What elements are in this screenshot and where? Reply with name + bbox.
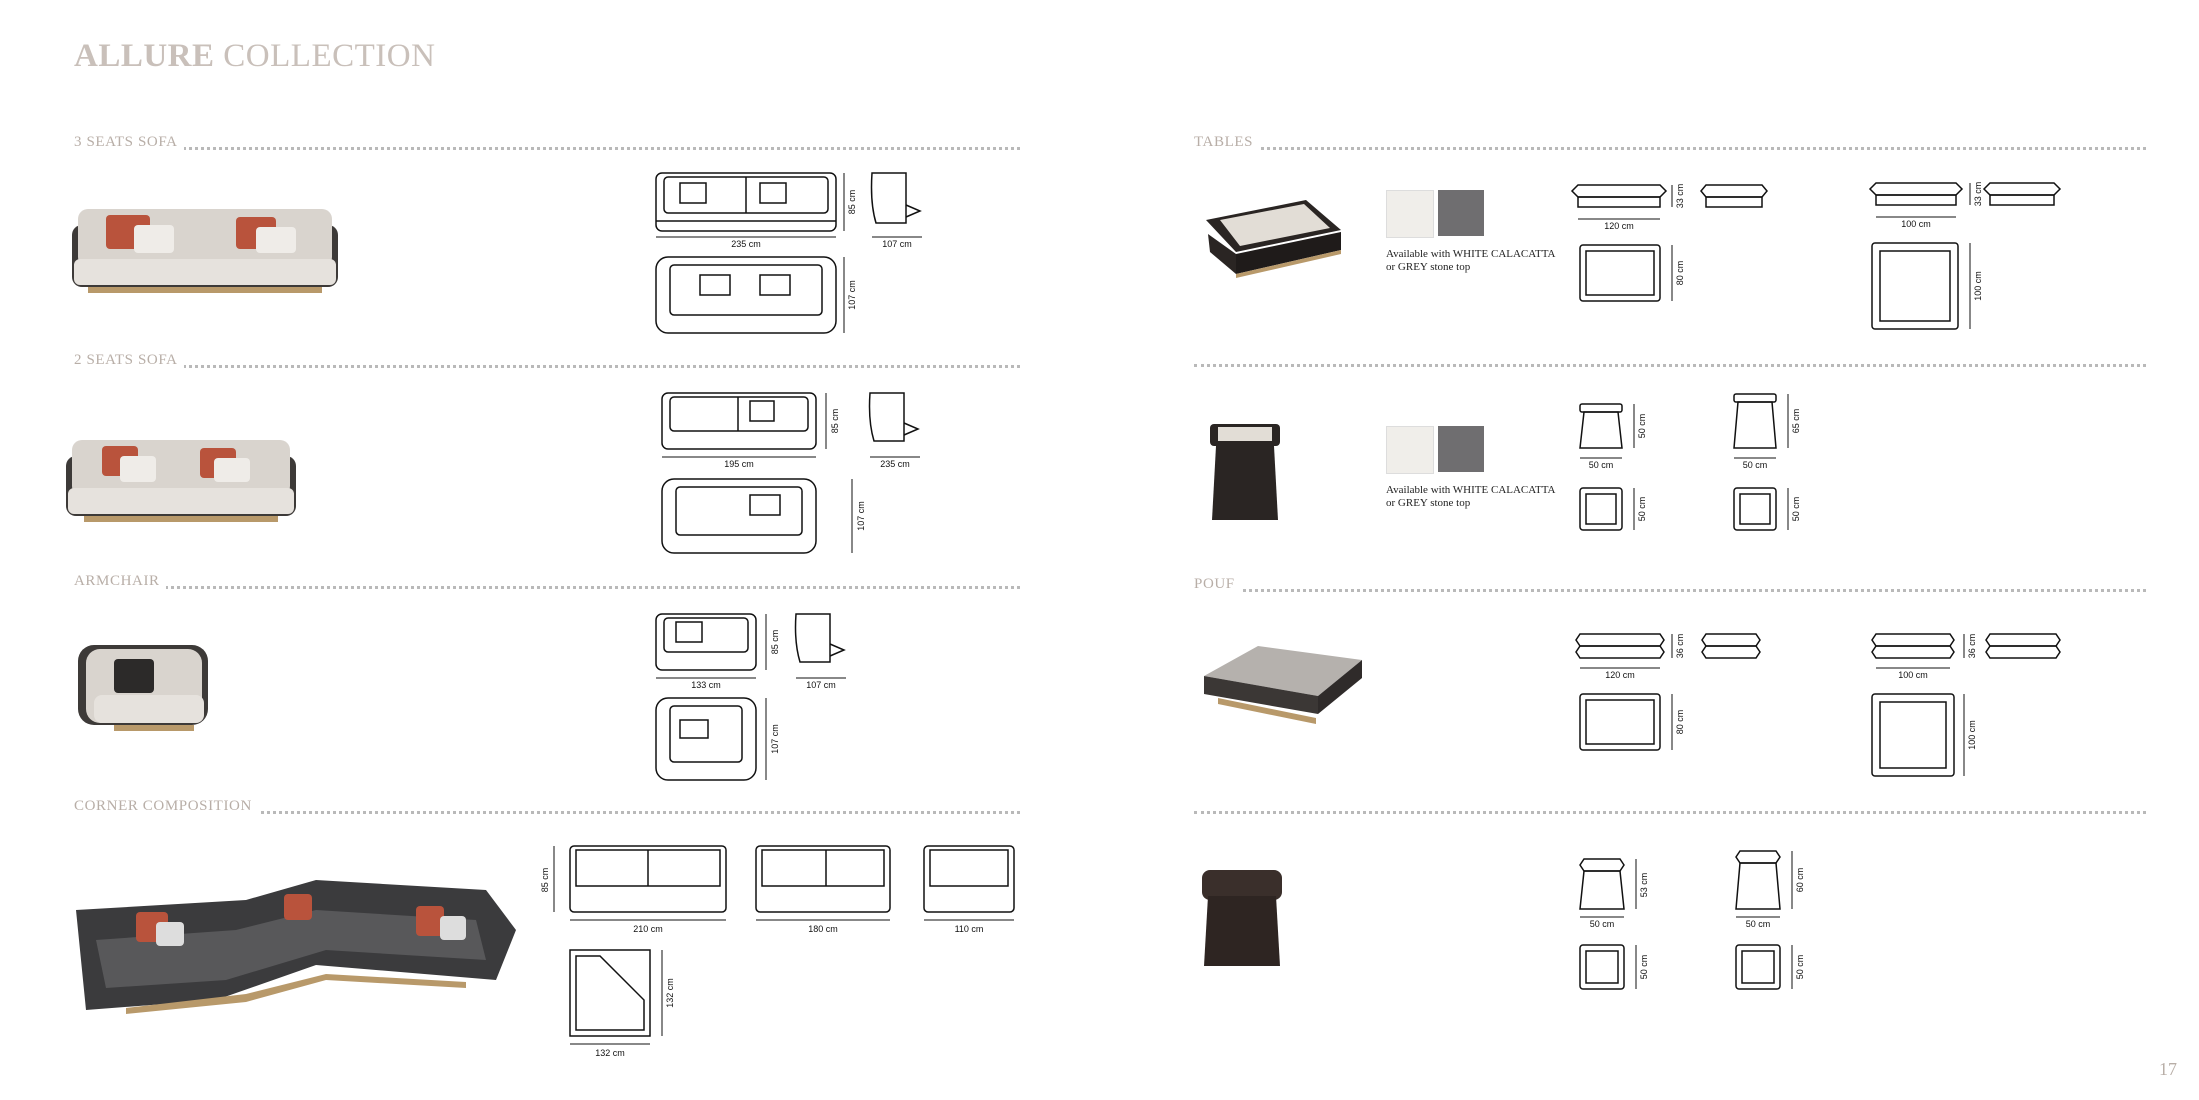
3-seats-sofa-dimension-labels: 235 cm 107 cm 85 cm 107 cm [731, 190, 912, 310]
section-header-3-seats-sofa: 3 SEATS SOFA [74, 134, 1020, 154]
pouf-photo [1204, 646, 1362, 724]
side-tables-technical-drawing [1579, 393, 1789, 531]
svg-text:80 cm: 80 cm [1675, 261, 1685, 286]
svg-text:120 cm: 120 cm [1604, 221, 1634, 231]
2-seats-sofa-dimension-labels: 195 cm 235 cm 85 cm 107 cm [724, 409, 910, 531]
svg-text:100 cm: 100 cm [1973, 271, 1983, 301]
coffee-table-photo [1206, 200, 1341, 278]
svg-text:50 cm: 50 cm [1590, 919, 1615, 929]
svg-text:36 cm: 36 cm [1675, 634, 1685, 659]
armchair-technical-drawing [655, 613, 846, 781]
svg-text:50 cm: 50 cm [1795, 955, 1805, 980]
corner-composition-dimension-labels: 85 cm 210 cm 180 cm 110 cm 132 cm 132 cm [540, 868, 984, 1058]
svg-text:50 cm: 50 cm [1746, 919, 1771, 929]
svg-text:195 cm: 195 cm [724, 459, 754, 469]
svg-text:50 cm: 50 cm [1589, 460, 1614, 470]
svg-text:107 cm: 107 cm [806, 680, 836, 690]
2-seats-sofa-technical-drawing [661, 392, 920, 554]
svg-text:107 cm: 107 cm [882, 239, 912, 249]
svg-text:107 cm: 107 cm [847, 280, 857, 310]
small-poufs-technical-drawing [1579, 850, 1793, 990]
divider-small-poufs [1194, 811, 2146, 814]
divider-side-tables [1194, 364, 2146, 367]
3-seats-sofa-photo [72, 209, 338, 293]
section-header-2-seats-sofa: 2 SEATS SOFA [74, 352, 1020, 372]
svg-text:50 cm: 50 cm [1791, 497, 1801, 522]
svg-text:235 cm: 235 cm [880, 459, 910, 469]
svg-text:60 cm: 60 cm [1795, 868, 1805, 893]
svg-text:85 cm: 85 cm [540, 868, 550, 893]
svg-text:235 cm: 235 cm [731, 239, 761, 249]
armchair-photo [78, 645, 208, 731]
svg-text:132 cm: 132 cm [595, 1048, 625, 1058]
page-number: 17 [2159, 1059, 2177, 1079]
section-header-pouf: POUF [1194, 576, 2146, 596]
svg-text:33 cm: 33 cm [1675, 184, 1685, 209]
svg-text:120 cm: 120 cm [1605, 670, 1635, 680]
svg-text:132 cm: 132 cm [665, 978, 675, 1008]
small-pouf-photo [1202, 870, 1282, 966]
corner-composition-technical-drawing [553, 845, 1015, 1045]
svg-text:210 cm: 210 cm [633, 924, 663, 934]
small-poufs-dimension-labels: 50 cm 53 cm 50 cm 50 cm 60 cm 50 cm [1590, 868, 1805, 980]
svg-text:50 cm: 50 cm [1637, 497, 1647, 522]
poufs-dimension-labels: 120 cm 36 cm 80 cm 100 cm 36 cm 100 cm [1605, 634, 1977, 750]
svg-text:50 cm: 50 cm [1743, 460, 1768, 470]
side-tables-dimension-labels: 50 cm 50 cm 50 cm 50 cm 65 cm 50 cm [1589, 409, 1801, 522]
svg-text:80 cm: 80 cm [1675, 710, 1685, 735]
2-seats-sofa-photo [66, 440, 296, 522]
section-header-armchair: ARMCHAIR [74, 573, 1020, 593]
svg-text:107 cm: 107 cm [856, 501, 866, 531]
svg-text:36 cm: 36 cm [1967, 634, 1977, 659]
svg-text:180 cm: 180 cm [808, 924, 838, 934]
collection-title: ALLURE COLLECTION [74, 38, 436, 74]
svg-text:100 cm: 100 cm [1898, 670, 1928, 680]
armchair-dimension-labels: 133 cm 107 cm 85 cm 107 cm [691, 630, 836, 754]
grey-stone-swatch-2 [1438, 426, 1484, 472]
corner-composition-photo [76, 880, 516, 1014]
svg-text:85 cm: 85 cm [847, 190, 857, 215]
svg-text:133 cm: 133 cm [691, 680, 721, 690]
svg-text:100 cm: 100 cm [1901, 219, 1931, 229]
coffee-tables-technical-drawing [1570, 182, 2062, 330]
svg-text:85 cm: 85 cm [830, 409, 840, 434]
white-calacatta-swatch-2 [1386, 426, 1434, 474]
section-header-tables: TABLES [1194, 134, 2146, 154]
svg-text:110 cm: 110 cm [955, 924, 984, 934]
svg-text:50 cm: 50 cm [1639, 955, 1649, 980]
svg-text:53 cm: 53 cm [1639, 873, 1649, 898]
3-seats-sofa-technical-drawing [655, 172, 922, 334]
svg-text:50 cm: 50 cm [1637, 414, 1647, 439]
white-calacatta-swatch [1386, 190, 1434, 238]
section-header-corner-composition: CORNER COMPOSITION [74, 798, 1020, 818]
coffee-tables-dimension-labels: 120 cm 33 cm 80 cm 100 cm 33 cm 100 cm [1604, 182, 1983, 301]
grey-stone-swatch [1438, 190, 1484, 236]
svg-text:100 cm: 100 cm [1967, 720, 1977, 750]
poufs-technical-drawing [1575, 633, 2061, 777]
side-table-photo [1210, 424, 1280, 520]
svg-text:65 cm: 65 cm [1791, 409, 1801, 434]
svg-text:107 cm: 107 cm [770, 724, 780, 754]
svg-text:33 cm: 33 cm [1973, 182, 1983, 207]
svg-text:85 cm: 85 cm [770, 630, 780, 655]
